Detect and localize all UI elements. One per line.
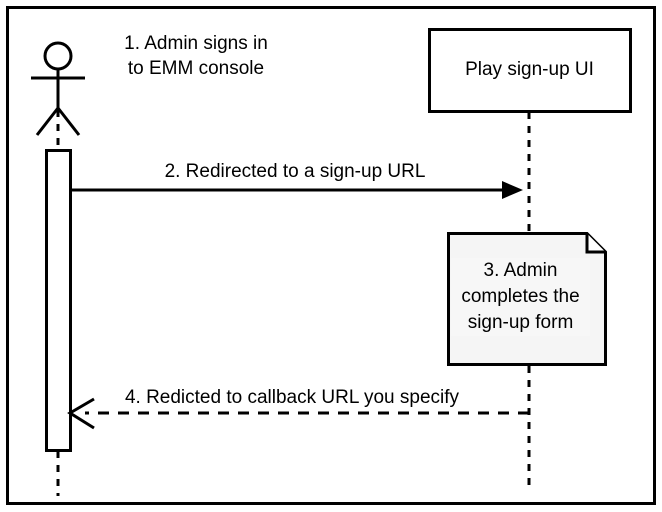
stick-figure-icon (31, 41, 85, 136)
note-label-line1: 3. Admin (451, 258, 590, 284)
message-2-arrow (70, 181, 523, 199)
participant-label: Play sign-up UI (465, 59, 594, 80)
message-4-arrow (67, 397, 529, 430)
actor-label: 1. Admin signs in to EMM console (100, 31, 292, 81)
note-label-line3: sign-up form (451, 310, 590, 336)
actor-activation-bar (45, 149, 72, 452)
note-label: 3. Admin completes the sign-up form (451, 258, 590, 336)
actor-label-line1: 1. Admin signs in (124, 33, 268, 54)
message-4-label: 4. Redicted to callback URL you specify (124, 387, 460, 408)
actor-label-line2: to EMM console (127, 58, 265, 79)
note-label-line2: completes the (451, 284, 590, 310)
participant-box (428, 28, 632, 113)
message-2-label: 2. Redirected to a sign-up URL (164, 161, 426, 182)
